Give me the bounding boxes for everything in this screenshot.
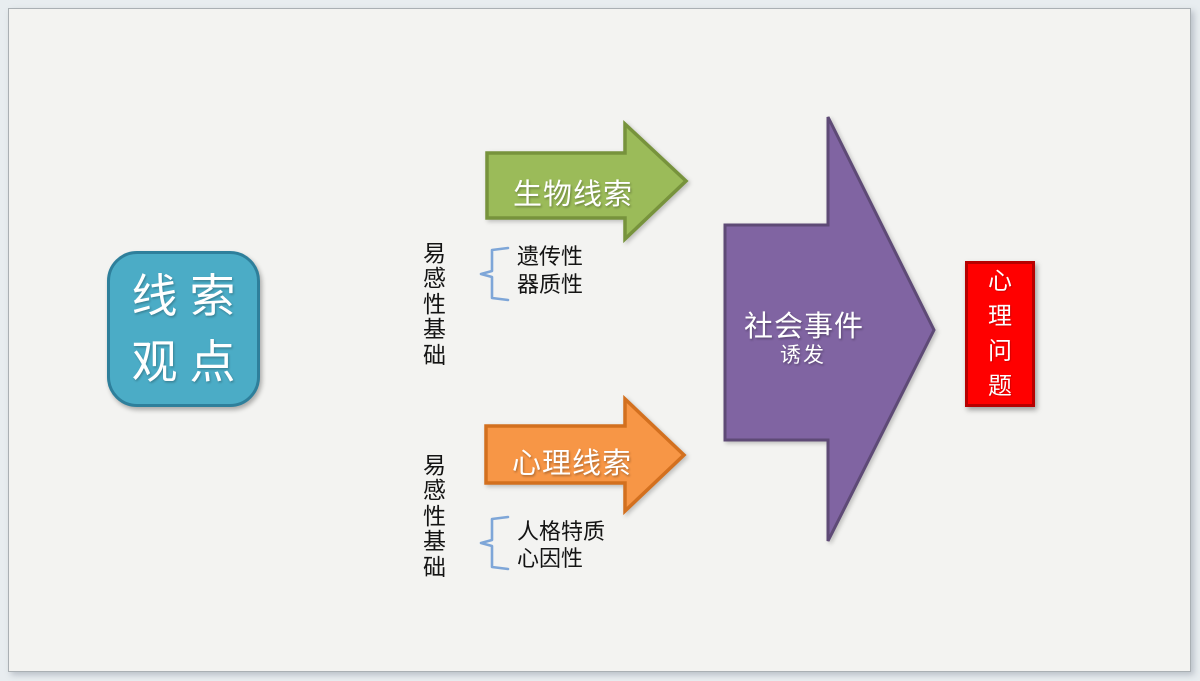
- susceptibility-label-psych: 易感性基础: [423, 453, 446, 581]
- cue-box-line2: 观点: [131, 335, 248, 389]
- social-arrow-title: 社会事件: [744, 309, 865, 343]
- bio-arrow-label: 生物线索: [513, 177, 634, 211]
- psych-arrow-label: 心理线索: [512, 446, 633, 480]
- left-brace-icon: [479, 515, 510, 571]
- cue-box-line1: 线索: [131, 269, 248, 323]
- list-item: 器质性: [517, 273, 584, 298]
- cue-viewpoint-box[interactable]: 线索 观点: [107, 251, 260, 407]
- social-arrow-subtitle: 诱发: [780, 343, 826, 367]
- list-item: 遗传性: [517, 245, 584, 270]
- outcome-box[interactable]: 心理问题: [965, 261, 1035, 407]
- bio-factor-list: 遗传性 器质性: [517, 244, 583, 300]
- psych-arrow-shape[interactable]: [484, 394, 687, 516]
- susceptibility-label-bio: 易感性基础: [423, 241, 446, 369]
- psych-factor-list: 人格特质 心因性: [517, 519, 605, 573]
- bio-arrow-shape[interactable]: [485, 119, 689, 244]
- outcome-box-label: 心理问题: [988, 267, 1012, 400]
- list-item: 心因性: [517, 547, 584, 572]
- social-arrow-shape[interactable]: [723, 116, 936, 542]
- list-item: 人格特质: [517, 520, 606, 545]
- left-brace-icon: [479, 246, 510, 302]
